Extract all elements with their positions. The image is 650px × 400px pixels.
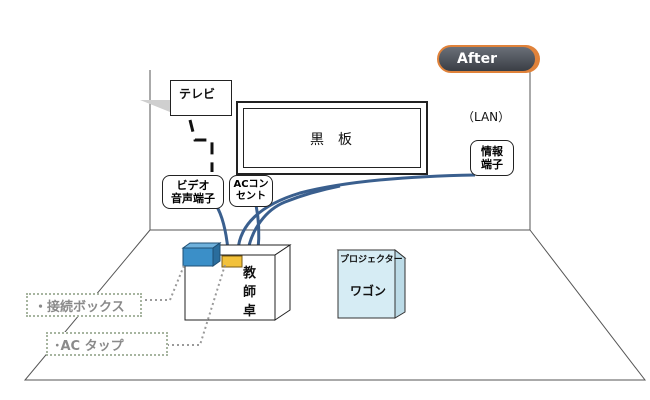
connect-box xyxy=(182,247,214,267)
tv: テレビ xyxy=(170,80,232,116)
lan-cable-2 xyxy=(246,184,341,251)
info-terminal: 情報 端子 xyxy=(470,140,514,176)
video-terminal-label-1: ビデオ xyxy=(176,179,210,192)
blackboard: 黒 板 xyxy=(236,101,428,175)
teacher-desk-label-2: 師 xyxy=(243,285,257,300)
ac-tap-leader xyxy=(167,264,226,346)
connect-box-side xyxy=(212,242,221,267)
ac-tap-callout: ･AC タップ xyxy=(46,332,168,356)
video-audio-terminal: ビデオ 音声端子 xyxy=(162,175,224,209)
video-terminal-label-2: 音声端子 xyxy=(171,192,215,205)
lan-label: （LAN） xyxy=(462,110,511,124)
after-badge: After xyxy=(437,45,537,73)
desk-side xyxy=(274,244,291,321)
projector-wagon-body: ワゴン xyxy=(350,284,387,298)
connect-box-callout-label: ・接続ボックス xyxy=(34,299,125,315)
tv-bracket xyxy=(140,100,170,112)
ac-outlet-label-1: ACコン xyxy=(233,179,269,190)
ac-outlet-label-2: セント xyxy=(236,191,266,202)
ac-tap xyxy=(221,255,243,268)
after-label: After xyxy=(457,51,498,67)
projector-wagon-title: プロジェクター xyxy=(340,255,403,265)
connect-box-leader xyxy=(140,262,186,301)
info-terminal-label-2: 端子 xyxy=(481,158,503,171)
info-terminal-label-1: 情報 xyxy=(481,145,503,158)
ac-outlet: ACコン セント xyxy=(229,175,273,207)
ac-tap-callout-label: ･AC タップ xyxy=(54,338,124,354)
tv-label: テレビ xyxy=(179,87,216,101)
lan-cable xyxy=(236,173,476,251)
blackboard-label: 黒 板 xyxy=(310,132,352,148)
connect-box-callout: ・接続ボックス xyxy=(26,293,142,317)
wagon-side xyxy=(394,248,406,319)
video-cable xyxy=(188,119,214,172)
blackboard-inner xyxy=(243,108,421,168)
teacher-desk-label-1: 教 xyxy=(243,266,257,281)
teacher-desk-label-3: 卓 xyxy=(243,304,257,319)
